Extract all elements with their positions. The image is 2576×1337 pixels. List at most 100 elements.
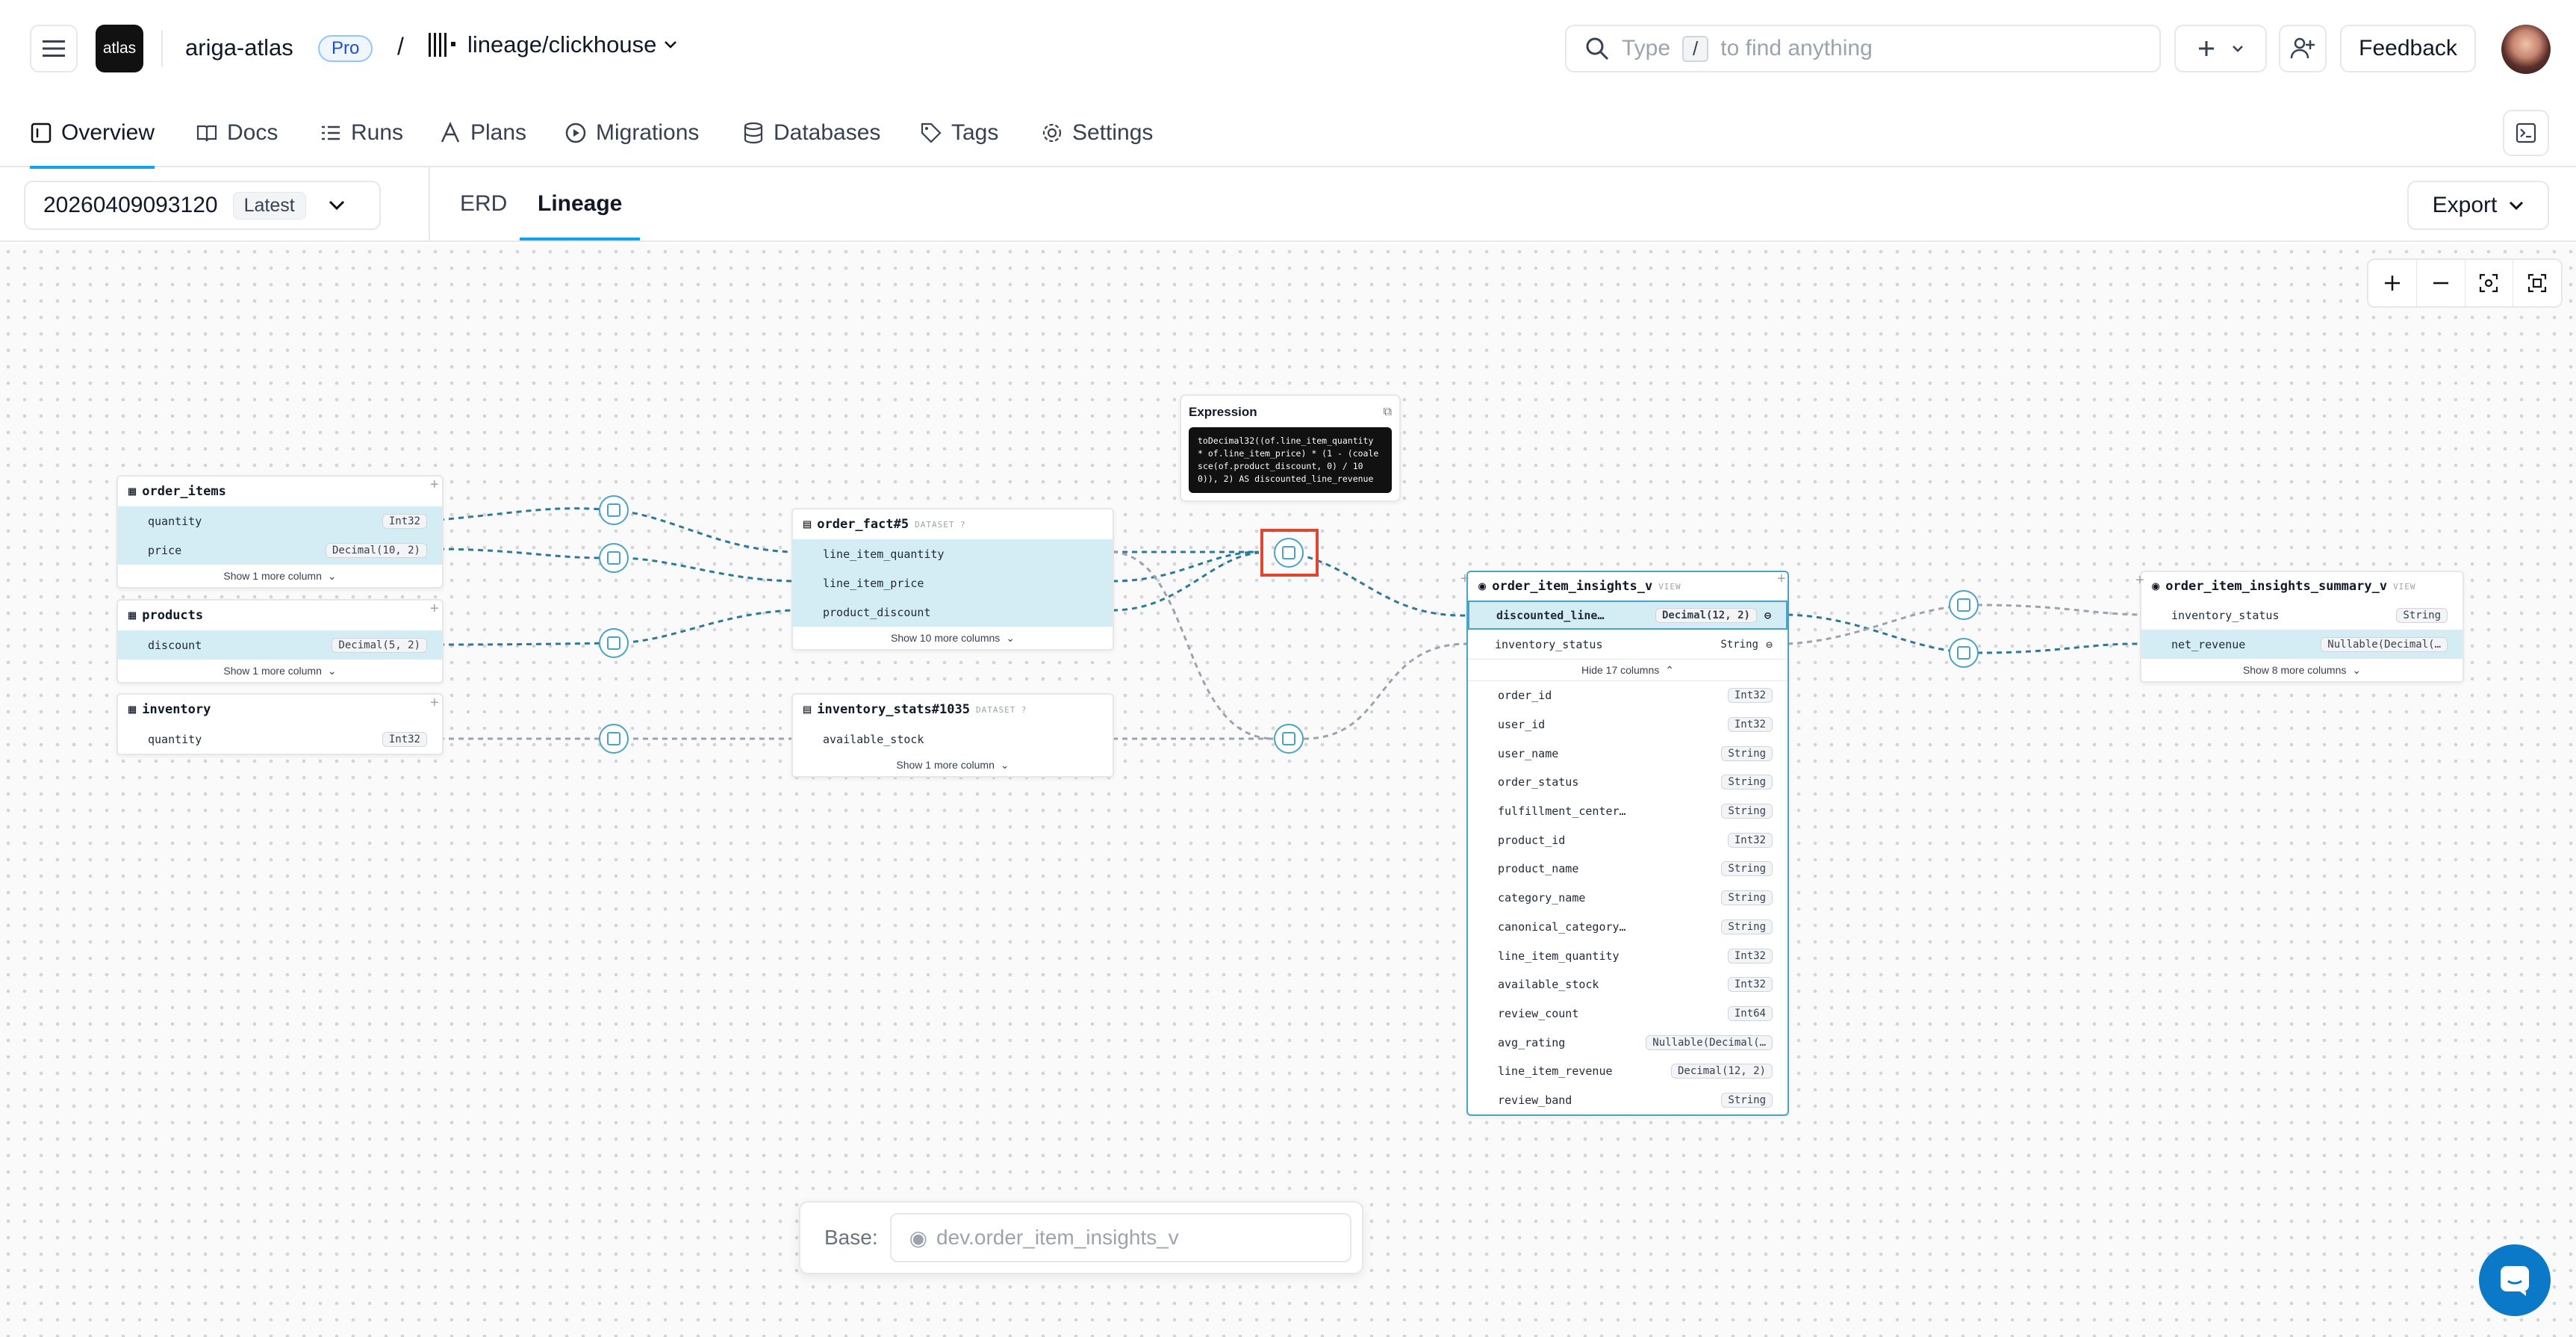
tab-settings[interactable]: Settings bbox=[1041, 99, 1153, 167]
pinned-column-row[interactable]: discounted_line…Decimal(12, 2)⊖ bbox=[1468, 601, 1788, 630]
tag-icon bbox=[921, 122, 942, 143]
column-type: String bbox=[1721, 745, 1773, 761]
invite-user-button[interactable] bbox=[2279, 25, 2327, 72]
expression-node-selected[interactable] bbox=[1274, 538, 1304, 568]
hide-columns-button[interactable]: Hide 17 columns⌃ bbox=[1468, 659, 1788, 681]
column-row[interactable]: line_item_price bbox=[793, 568, 1113, 598]
repo-selector[interactable]: lineage/clickhouse bbox=[427, 31, 677, 58]
edge-node[interactable] bbox=[599, 724, 629, 754]
tab-tags[interactable]: Tags bbox=[920, 99, 998, 167]
tab-runs[interactable]: Runs bbox=[320, 99, 403, 167]
column-row[interactable]: available_stock bbox=[793, 725, 1113, 754]
column-name: review_band bbox=[1498, 1093, 1572, 1107]
menu-button[interactable] bbox=[30, 25, 78, 72]
search-input[interactable]: Type / to find anything bbox=[1565, 25, 2161, 72]
expand-node-icon[interactable]: + bbox=[430, 477, 439, 493]
overview-icon bbox=[31, 122, 52, 143]
show-more-button[interactable]: Show 1 more column⌄ bbox=[118, 565, 442, 587]
column-type: String bbox=[2396, 607, 2448, 623]
node-header: ▦order_items bbox=[118, 477, 442, 506]
feedback-button[interactable]: Feedback bbox=[2340, 25, 2476, 72]
unpin-icon[interactable]: ⊖ bbox=[1765, 637, 1773, 651]
fit-view-button[interactable] bbox=[2465, 260, 2514, 306]
tab-overview[interactable]: Overview bbox=[30, 99, 155, 169]
edge-node[interactable] bbox=[599, 495, 629, 525]
atlas-logo[interactable]: atlas bbox=[96, 25, 143, 72]
expand-node-icon[interactable]: + bbox=[1777, 571, 1786, 587]
column-row[interactable]: product_discount bbox=[793, 598, 1113, 627]
export-button[interactable]: Export bbox=[2407, 181, 2549, 230]
show-more-button[interactable]: Show 10 more columns⌄ bbox=[793, 627, 1113, 649]
expand-node-icon[interactable]: + bbox=[430, 695, 439, 711]
divider bbox=[429, 167, 430, 242]
edge-node[interactable] bbox=[1274, 724, 1304, 754]
tab-plans[interactable]: Plans bbox=[439, 99, 526, 167]
expand-node-icon[interactable]: + bbox=[430, 601, 439, 617]
terminal-button[interactable] bbox=[2503, 110, 2549, 156]
column-row[interactable]: fulfillment_center… String bbox=[1468, 797, 1788, 826]
avatar[interactable] bbox=[2501, 25, 2551, 74]
org-name[interactable]: ariga-atlas bbox=[185, 34, 293, 61]
tab-migrations[interactable]: Migrations bbox=[564, 99, 699, 167]
copy-icon[interactable]: ⧉ bbox=[1383, 406, 1392, 418]
tab-lineage[interactable]: Lineage bbox=[520, 167, 641, 241]
expression-code: toDecimal32((of.line_item_quantity * of.… bbox=[1189, 427, 1392, 493]
chat-button[interactable] bbox=[2479, 1244, 2551, 1316]
dataset-icon: ▤ bbox=[803, 702, 812, 717]
base-input[interactable]: ◉ dev.order_item_insights_v bbox=[889, 1213, 1351, 1262]
tab-docs[interactable]: Docs bbox=[196, 99, 278, 167]
column-row[interactable]: line_item_quantity bbox=[793, 539, 1113, 568]
tab-erd[interactable]: ERD bbox=[460, 191, 508, 216]
column-type: String bbox=[1721, 804, 1773, 819]
zoom-in-button[interactable] bbox=[2368, 260, 2417, 306]
column-row[interactable]: canonical_category…String bbox=[1468, 913, 1788, 942]
chevron-down-icon: ⌄ bbox=[327, 569, 337, 582]
column-name: fulfillment_center… bbox=[1498, 804, 1626, 819]
edge-node[interactable] bbox=[599, 543, 629, 573]
show-more-button[interactable]: Show 1 more column⌄ bbox=[118, 660, 442, 682]
fullscreen-button[interactable] bbox=[2513, 260, 2561, 306]
show-more-button[interactable]: Show 8 more columns⌄ bbox=[2141, 659, 2463, 681]
edge-node[interactable] bbox=[1949, 638, 1979, 668]
edge-node[interactable] bbox=[1949, 590, 1979, 620]
expand-node-icon[interactable]: + bbox=[1460, 571, 1469, 587]
zoom-out-button[interactable] bbox=[2417, 260, 2465, 306]
tab-databases[interactable]: Databases bbox=[742, 99, 880, 167]
show-more-button[interactable]: Show 1 more column⌄ bbox=[793, 754, 1113, 776]
selection-highlight bbox=[1260, 529, 1319, 577]
create-button[interactable] bbox=[2174, 25, 2267, 72]
version-selector[interactable]: 20260409093120 Latest bbox=[24, 181, 381, 230]
expand-node-icon[interactable]: + bbox=[2135, 572, 2144, 589]
unpin-icon[interactable]: ⊖ bbox=[1764, 608, 1771, 622]
chevron-down-icon bbox=[329, 200, 344, 211]
edge-node[interactable] bbox=[599, 628, 629, 658]
